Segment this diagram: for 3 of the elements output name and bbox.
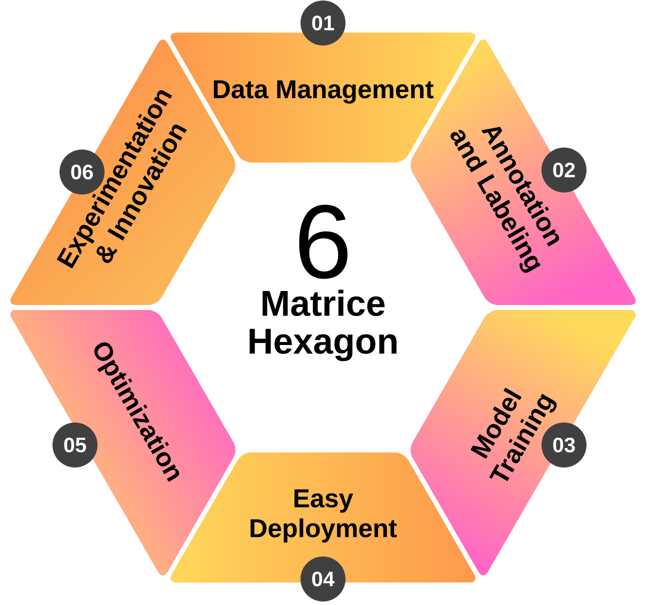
center-title: 6 Matrice Hexagon bbox=[250, 204, 396, 362]
segment-label: Data Management bbox=[214, 80, 434, 104]
segment-label: Easy Deployment bbox=[250, 489, 397, 543]
